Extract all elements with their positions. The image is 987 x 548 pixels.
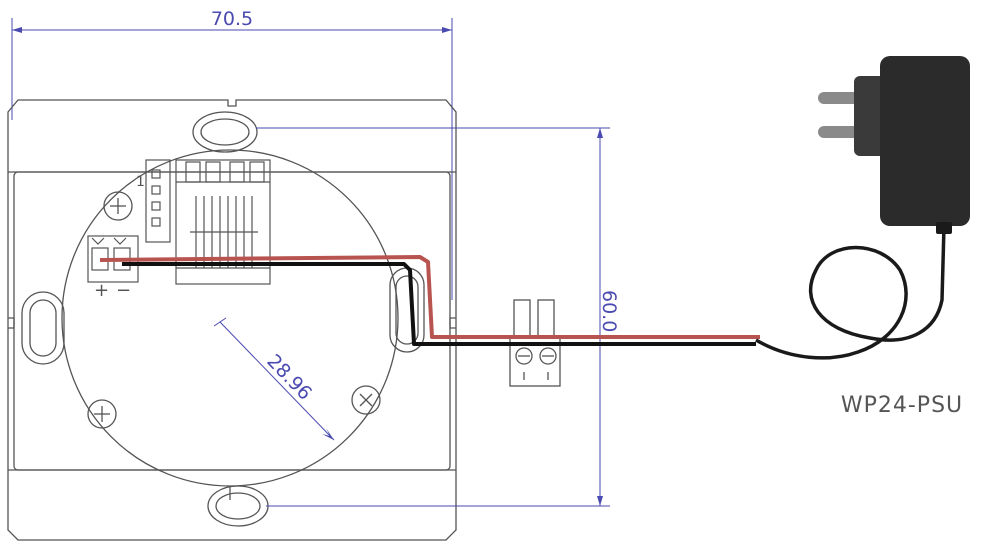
psu-body xyxy=(880,56,970,226)
dimension-diagonal-label: 28.96 xyxy=(262,350,316,404)
plug-collar xyxy=(854,76,886,156)
psu-cable xyxy=(755,225,946,360)
power-terminal-block: + − xyxy=(87,235,139,301)
dimension-diagonal: 28.96 xyxy=(213,317,335,441)
psu-strain-relief xyxy=(936,222,952,234)
dimension-width: 70.5 xyxy=(11,8,453,300)
wall-plate xyxy=(7,99,457,541)
screw-bottom-left xyxy=(87,399,117,429)
pin-one-label: 1 xyxy=(136,174,145,190)
wire-negative xyxy=(122,262,756,346)
dimension-width-label: 70.5 xyxy=(211,8,253,30)
screw-top-left xyxy=(103,191,133,221)
wire-positive xyxy=(99,255,760,339)
power-supply-unit xyxy=(755,56,970,360)
dimension-height-label: 60.0 xyxy=(598,290,620,332)
dimension-height: 60.0 xyxy=(256,127,620,507)
rj-socket-connector xyxy=(175,159,271,285)
polarity-plus-label: + xyxy=(94,280,109,301)
polarity-minus-label: − xyxy=(116,280,131,301)
screw-right xyxy=(351,385,381,415)
pin-header-connector: 1 xyxy=(136,159,171,243)
psu-model-label: WP24-PSU xyxy=(841,393,963,418)
